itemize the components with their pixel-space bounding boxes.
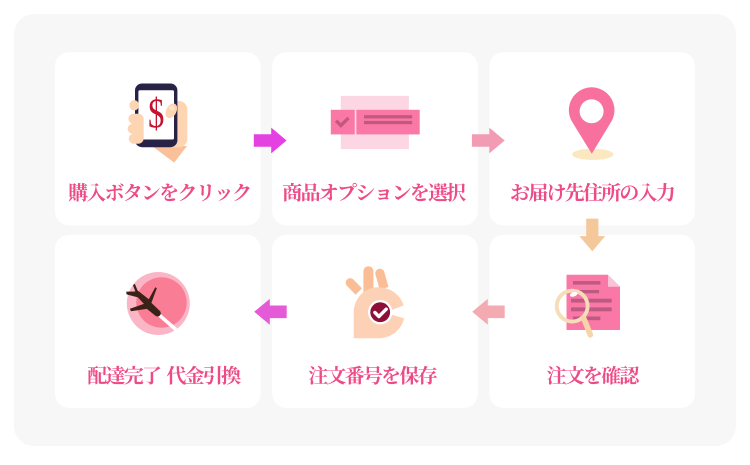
svg-text:$: $ xyxy=(148,91,164,138)
